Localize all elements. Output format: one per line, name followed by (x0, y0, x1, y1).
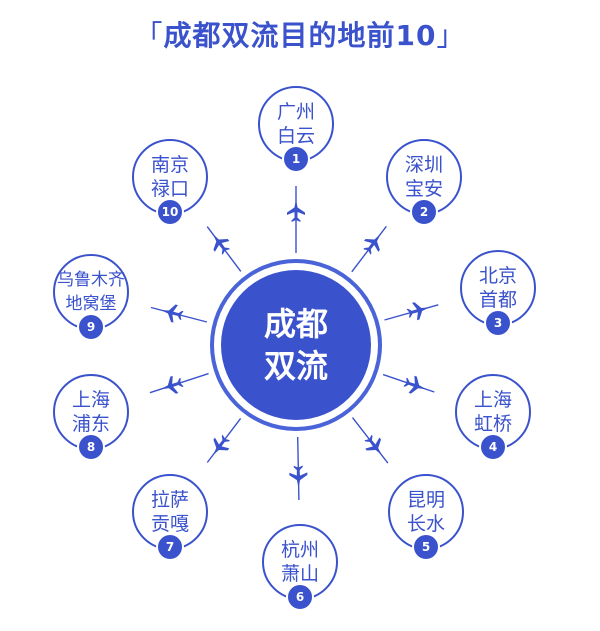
destination-10-line2: 禄口 (150, 178, 189, 200)
destination-3-line1: 北京 (478, 265, 517, 287)
origin-line2: 双流 (263, 347, 328, 385)
destination-6-line1: 杭州 (280, 539, 319, 561)
destination-node-7: 拉萨 贡嘎 7 (132, 474, 208, 561)
title-open-bracket: 「 (134, 19, 164, 52)
destination-node-4: 上海 虹桥 4 (455, 374, 531, 461)
destination-node-8: 上海 浦东 8 (53, 374, 129, 461)
destination-node-2: 深圳 宝安 2 (386, 139, 462, 226)
destination-8-line1: 上海 (71, 389, 110, 411)
destination-node-3: 北京 首都 3 (460, 250, 536, 337)
destination-10-line1: 南京 (150, 154, 189, 176)
airplane-icon (212, 434, 230, 456)
destination-8-line2: 浦东 (71, 413, 110, 435)
airplane-icon (289, 465, 308, 489)
airplane-icon (287, 199, 305, 222)
destination-2-line1: 深圳 (404, 154, 443, 176)
airplane-icon (212, 234, 230, 255)
airplane-icon (160, 304, 184, 323)
title-close-bracket: 」 (436, 19, 466, 52)
destination-1-line2: 白云 (276, 125, 315, 147)
title-text: 成都双流目的地前10 (163, 19, 437, 52)
destination-6-line2: 萧山 (280, 563, 319, 585)
rank-badge-9: 9 (77, 313, 105, 341)
destination-5-line1: 昆明 (406, 489, 445, 511)
rank-badge-1: 1 (282, 145, 310, 173)
destination-4-line1: 上海 (473, 389, 512, 411)
rank-badge-5: 5 (412, 533, 440, 561)
destination-3-line2: 首都 (478, 289, 517, 311)
airplane-icon (364, 434, 382, 456)
destination-9-line2: 地窝堡 (65, 294, 117, 314)
rank-badge-2: 2 (410, 198, 438, 226)
destination-node-1: 广州 白云 1 (258, 86, 334, 173)
destination-7-line2: 贡嘎 (150, 513, 189, 535)
diagram-title: 「成都双流目的地前10」 (0, 14, 600, 54)
destination-node-6: 杭州 萧山 6 (262, 524, 338, 611)
destination-1-line1: 广州 (276, 101, 315, 123)
origin-line1: 成都 (263, 305, 328, 343)
origin-airport-circle: 成都 双流 (221, 270, 371, 420)
destination-4-line2: 虹桥 (473, 413, 512, 435)
airplane-icon (403, 375, 427, 394)
destination-node-5: 昆明 长水 5 (388, 474, 464, 561)
rank-badge-6: 6 (286, 583, 314, 611)
destination-9-line1: 乌鲁木齐 (57, 270, 125, 290)
airplane-icon (406, 302, 430, 321)
rank-badge-10: 10 (156, 198, 184, 226)
rank-badge-7: 7 (156, 533, 184, 561)
airplane-icon (160, 375, 184, 394)
destination-node-9: 乌鲁木齐 地窝堡 9 (53, 254, 129, 341)
rank-badge-8: 8 (77, 433, 105, 461)
rank-badge-3: 3 (484, 309, 512, 337)
rank-badge-4: 4 (479, 433, 507, 461)
destination-5-line2: 长水 (406, 513, 445, 535)
destination-2-line2: 宝安 (404, 178, 443, 200)
airplane-icon (363, 234, 381, 255)
destination-7-line1: 拉萨 (150, 489, 189, 511)
destination-node-10: 南京 禄口 10 (132, 139, 208, 226)
